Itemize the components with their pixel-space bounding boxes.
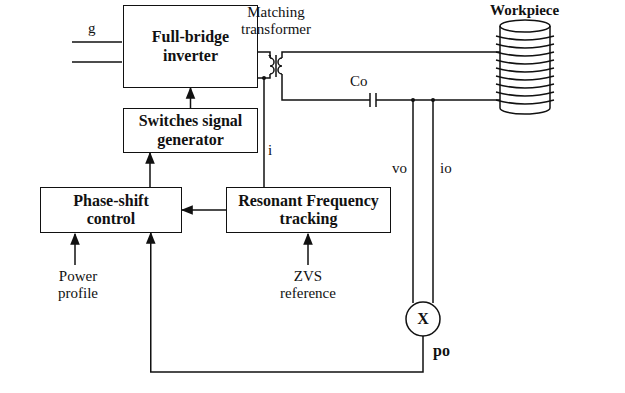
node-text: Switches signal generator [130,112,251,149]
output-wire [282,52,500,58]
current-sense-wire [432,100,434,303]
capacitor-plate [369,93,371,107]
control-box: Phase-shift control [40,187,182,233]
coil-turn [496,60,554,64]
coil-turn [496,84,554,88]
workpiece-bottom [500,108,550,114]
coil-turn [496,44,554,48]
multiplier-node: X [406,302,440,336]
coil-windings [496,36,554,104]
output-wire [282,74,370,100]
workpiece-side [499,26,501,108]
signal-name: g [88,20,96,37]
transformer-core [275,55,277,77]
signal-connector [190,88,192,108]
coil-turn [496,52,554,56]
signal-name: io [440,160,452,177]
signal-name: i [268,142,272,159]
node-text: Resonant Frequency tracking [233,192,384,229]
coil-turn [496,100,554,104]
node-text: Phase-shift control [47,192,175,229]
input-arrow [307,234,309,265]
coil-turn [496,68,554,72]
current-sense-wire [263,78,265,187]
coil-turn [496,36,554,40]
coil-turn [496,92,554,96]
part-name: Workpiece [490,2,559,19]
edge-label: po [431,342,452,360]
junction-dot [262,76,266,80]
voltage-sense-wire [412,100,414,303]
signal-connector [151,233,423,372]
component-label: Co [350,73,368,90]
signal-connector [182,209,226,211]
node-text: Full-bridge inverter [130,28,251,65]
input-arrow [74,234,76,265]
input-label: ZVS reference [270,268,346,303]
dot-marker [268,55,271,58]
signal-generator-box: Switches signal generator [123,108,258,153]
part-name: Matching transformer [232,4,320,39]
tracking-box: Resonant Frequency tracking [226,187,391,233]
node-text: X [417,310,429,328]
primary-wire [258,52,270,58]
workpiece-side [549,26,551,108]
workpiece-top [500,20,550,32]
junction-dot [411,98,415,102]
secondary-coil [278,58,282,74]
input-label: Power profile [40,268,116,303]
output-wire [376,99,500,101]
junction-dot [431,98,435,102]
multiplier-circle [406,302,440,336]
signal-name: vo [392,160,407,177]
primary-coil [270,58,274,74]
signal-connector [149,153,151,187]
input-wire [72,61,122,63]
inverter-box: Full-bridge inverter [123,5,258,88]
input-wire [72,41,122,43]
coil-turn [496,76,554,80]
